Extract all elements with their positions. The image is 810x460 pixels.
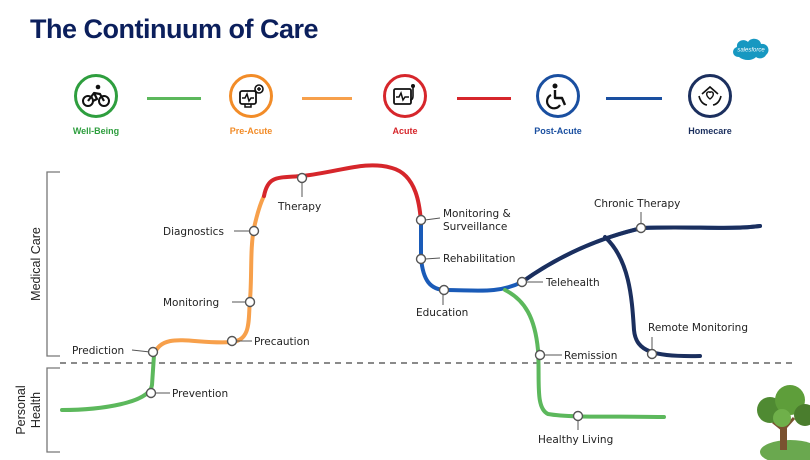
page-title: The Continuum of Care [30,14,319,44]
node-remission [534,349,546,361]
personal-health-label-line2: Health [29,392,43,428]
node-therapy [296,172,308,184]
node-telehealth [516,276,528,288]
personal-health-label-line1: Personal [14,385,28,434]
stage-post-acute: Post-Acute [503,74,613,136]
label-remote-monitoring: Remote Monitoring [648,322,748,334]
connector-post-acute [606,97,662,100]
label-therapy: Therapy [277,201,321,213]
label-diagnostics: Diagnostics [163,226,224,238]
node-rehabilitation [415,253,427,265]
stage-label: Well-Being [72,126,120,136]
stage-label: Homecare [688,126,732,136]
wheelchair-icon [546,83,567,110]
acute-curve [262,163,423,224]
brand-text: salesforce [737,48,765,54]
hands-home-heart-icon [698,85,722,106]
node-monitoring [244,296,256,308]
connector-acute [457,97,511,100]
label-prevention: Prevention [172,388,228,400]
label-telehealth: Telehealth [545,277,600,289]
node-precaution [226,335,238,347]
salesforce-logo: salesforce [733,38,769,60]
medical-care-label: Medical Care [29,227,43,301]
label-monitoring-surveillance-2: Surveillance [443,221,507,233]
node-diagnostics [248,225,260,237]
wellbeing-curve [60,353,156,412]
remission-curve [503,288,666,419]
stage-label: Acute [392,126,418,136]
cyclist-icon [82,84,110,107]
label-rehabilitation: Rehabilitation [443,253,515,265]
remote-monitoring-curve [603,235,702,359]
label-monitoring: Monitoring [163,297,219,309]
node-prevention [145,387,157,399]
node-prediction [147,346,159,358]
label-remission: Remission [564,350,617,362]
label-education: Education [416,307,468,319]
stage-label: Pre-Acute [229,126,273,136]
medical-care-bracket [46,171,60,357]
tree-illustration [757,385,810,460]
stage-label: Post-Acute [534,126,582,136]
stage-well-being: Well-Being [41,74,151,136]
label-precaution: Precaution [254,336,310,348]
preacute-curve [152,194,266,357]
connector-well-being [147,97,201,100]
node-chronic-therapy [635,222,647,234]
patient-monitor-icon [239,84,264,108]
label-prediction: Prediction [72,345,124,357]
node-education [438,284,450,296]
personal-health-bracket [46,367,60,453]
stage-pre-acute: Pre-Acute [196,74,306,136]
node-monitoring-surveillance [415,214,427,226]
stage-homecare: Homecare [655,74,765,136]
node-healthy-living [572,410,584,422]
ecg-stethoscope-icon [393,84,415,105]
stage-acute: Acute [350,74,460,136]
connector-pre-acute [302,97,352,100]
node-remote-monitoring [646,348,658,360]
label-chronic-therapy: Chronic Therapy [594,198,680,210]
homecare-curve [520,224,762,284]
label-healthy-living: Healthy Living [538,434,613,446]
label-monitoring-surveillance-1: Monitoring & [443,208,511,220]
